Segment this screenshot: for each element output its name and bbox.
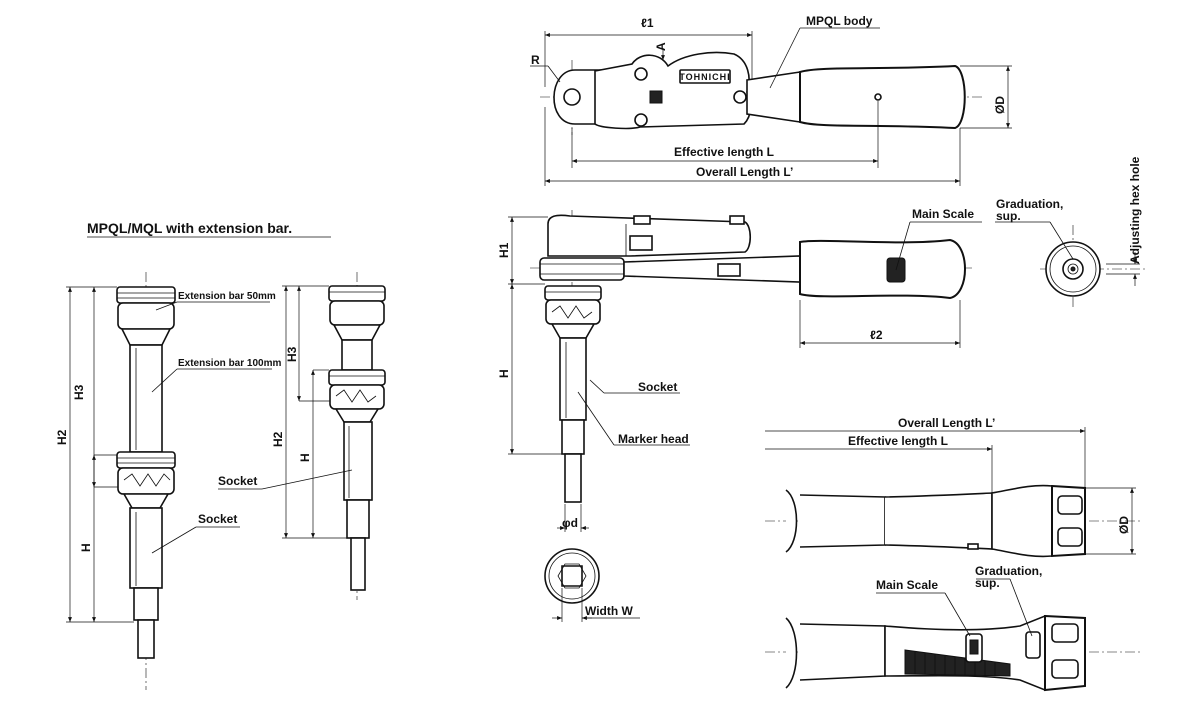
left-leaders	[151, 301, 272, 554]
side-main-scale-label: Main Scale	[912, 207, 974, 221]
h1-label: H1	[497, 242, 511, 258]
side-socket-label: Socket	[638, 380, 677, 394]
wrench-side-view	[530, 210, 975, 503]
grip-graduation-line1: Graduation,	[975, 564, 1042, 578]
grip-graduation-line2: sup.	[975, 576, 1000, 590]
top-effective-length-label: Effective length L	[674, 145, 774, 159]
end-graduation-line2: sup.	[996, 209, 1021, 223]
end-graduation-line1: Graduation,	[996, 197, 1063, 211]
mid-h3-label: H3	[285, 346, 299, 362]
top-dimensions	[530, 27, 1012, 186]
grip-overall-length-label: Overall Length L’	[898, 416, 995, 430]
middle-dimensions	[282, 285, 347, 539]
grip-detail-dimensions	[765, 427, 1136, 555]
mpql-body-label: MPQL body	[806, 14, 873, 28]
extension-50-label: Extension bar 50mm	[178, 291, 276, 302]
adjusting-hex-hole-label: Adjusting hex hole	[1128, 156, 1142, 264]
mid-h-label: H	[298, 453, 312, 462]
left-h-label: H	[79, 543, 93, 552]
grip-detail-lower	[765, 578, 1140, 692]
width-w-label: Width W	[585, 604, 634, 618]
phi-d-label: φd	[562, 516, 578, 530]
l1-label: ℓ1	[641, 16, 654, 30]
top-od-label: ØD	[993, 96, 1007, 114]
socket-end-view	[544, 548, 640, 622]
left-dimensions	[66, 286, 134, 623]
grip-main-scale-label: Main Scale	[876, 578, 938, 592]
left-socket-label: Socket	[198, 512, 237, 526]
left-h2-label: H2	[55, 429, 69, 445]
middle-leaders	[218, 469, 353, 490]
grip-detail-upper	[765, 484, 1140, 558]
r-label: R	[531, 53, 540, 67]
top-overall-length-label: Overall Length L’	[696, 165, 793, 179]
assembly-extension-50	[328, 272, 386, 600]
wrench-top-view: TOHNICHI	[540, 51, 985, 135]
section-title: MPQL/MQL with extension bar.	[87, 220, 292, 236]
extension-100-label: Extension bar 100mm	[178, 358, 281, 369]
mid-h2-label: H2	[271, 431, 285, 447]
grip-effective-length-label: Effective length L	[848, 434, 948, 448]
left-h3-label: H3	[72, 384, 86, 400]
grip-od-label: ØD	[1117, 516, 1131, 534]
assembly-extension-100	[116, 272, 176, 690]
l2-label: ℓ2	[870, 328, 883, 342]
marker-head-label: Marker head	[618, 432, 689, 446]
side-h-label: H	[497, 369, 511, 378]
a-label: A	[654, 42, 668, 51]
side-dimensions	[508, 216, 982, 532]
brand-mark: TOHNICHI	[679, 72, 730, 82]
end-view	[995, 221, 1145, 310]
mid-socket-label: Socket	[218, 474, 257, 488]
